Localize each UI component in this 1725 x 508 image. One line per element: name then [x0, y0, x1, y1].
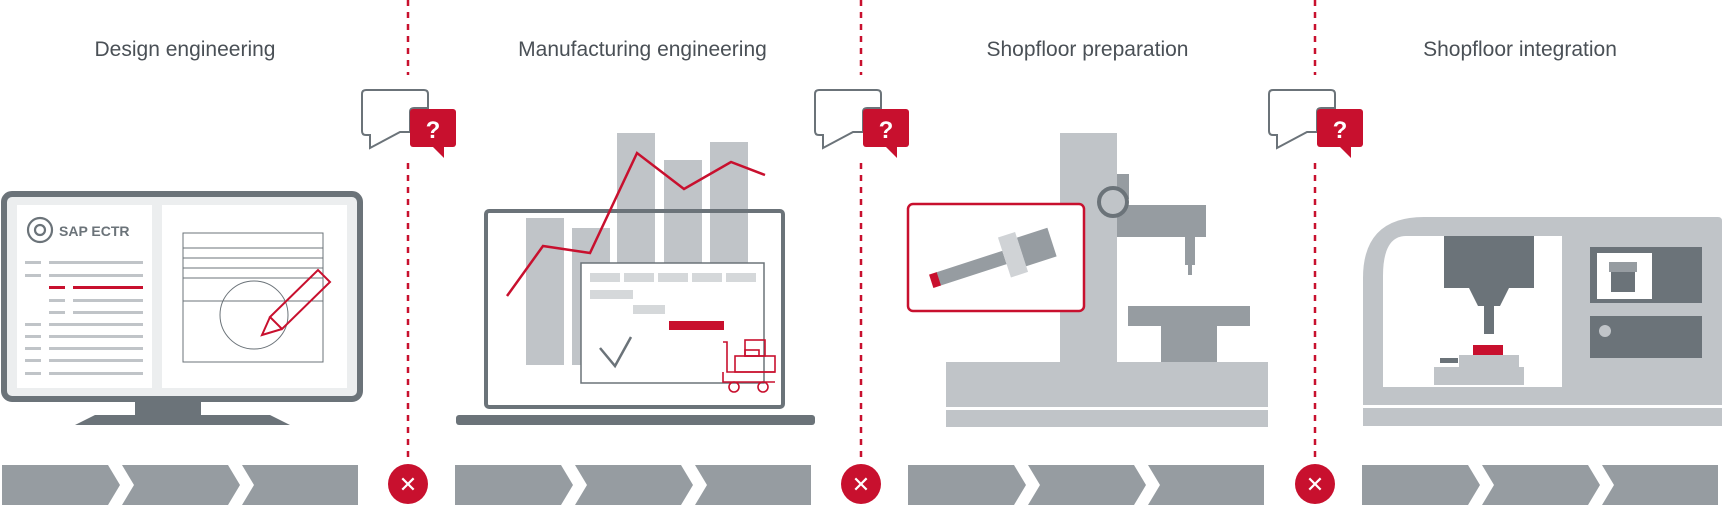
question-chat-icon: ?	[361, 89, 456, 158]
svg-text:✕: ✕	[1306, 473, 1324, 498]
process-arrow-shopfloor-prep-1	[908, 465, 1026, 505]
process-arrow-manufacturing-3	[695, 465, 811, 505]
stage-title-shopfloor-preparation: Shopfloor preparation	[986, 38, 1189, 61]
question-glyph: ?	[1333, 117, 1348, 144]
question-glyph: ?	[426, 117, 441, 144]
hand-truck-icon	[722, 339, 776, 393]
process-arrow-shopfloor-int-2	[1482, 465, 1600, 505]
process-arrow-shopfloor-int-1	[1362, 465, 1480, 505]
sap-ectr-logo-icon	[26, 216, 54, 244]
shopfloor-integration-illustration	[1363, 217, 1722, 426]
stage-title-manufacturing: Manufacturing engineering	[518, 38, 767, 61]
question-glyph: ?	[879, 117, 894, 144]
process-arrow-shopfloor-int-3	[1602, 465, 1718, 505]
question-chat-icon: ?	[1268, 89, 1363, 158]
close-circle-icon: ✕	[841, 464, 881, 504]
close-circle-icon: ✕	[388, 464, 428, 504]
close-circle-icon: ✕	[1295, 464, 1335, 504]
manufacturing-laptop-illustration	[456, 133, 815, 425]
process-arrow-design-3	[242, 465, 358, 505]
process-arrow-shopfloor-prep-2	[1028, 465, 1146, 505]
pencil-icon	[260, 268, 332, 337]
checkmark-icon	[599, 336, 633, 369]
control-panel-screen	[1590, 247, 1702, 303]
drill-bit-icon	[929, 227, 1057, 288]
svg-text:✕: ✕	[399, 473, 417, 498]
document-lines	[25, 261, 143, 375]
process-arrow-manufacturing-1	[455, 465, 573, 505]
stage-title-design: Design engineering	[94, 38, 276, 61]
question-chat-icon: ?	[814, 89, 909, 158]
stage-title-shopfloor-integration: Shopfloor integration	[1423, 38, 1617, 61]
svg-text:✕: ✕	[852, 473, 870, 498]
trend-line	[505, 151, 766, 297]
piston-drawing-icon	[182, 232, 324, 363]
process-arrow-manufacturing-2	[575, 465, 693, 505]
shopfloor-preparation-illustration	[906, 133, 1268, 427]
sap-ectr-logo-text: SAP ECTR	[59, 223, 130, 239]
control-panel-keypad	[1590, 316, 1702, 358]
design-monitor-illustration: SAP ECTR	[1, 191, 363, 425]
process-arrow-design-2	[122, 465, 240, 505]
stage-separators	[406, 0, 1317, 460]
process-arrow-shopfloor-prep-3	[1148, 465, 1264, 505]
process-arrow-design-1	[2, 465, 120, 505]
process-arrows	[2, 465, 1718, 505]
